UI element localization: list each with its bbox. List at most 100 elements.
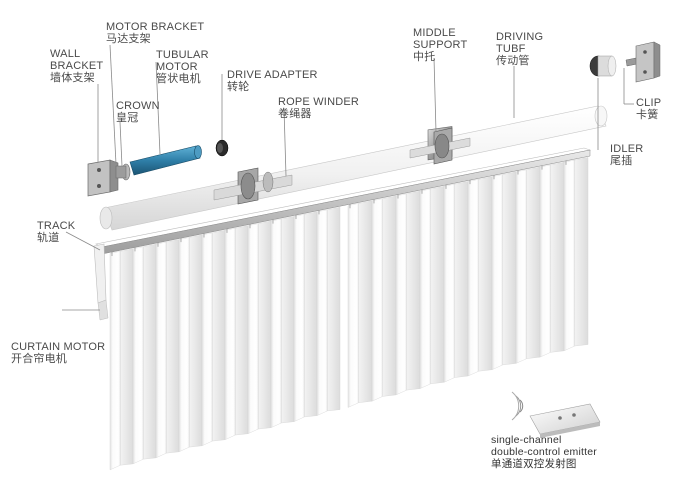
curtain-left-fold-shade — [143, 243, 157, 460]
idler — [589, 55, 617, 77]
label-crown-cn: 皇冠 — [116, 112, 139, 124]
tubular-motor — [129, 145, 202, 176]
curtain-left-fold-shade — [327, 206, 341, 412]
track — [93, 147, 592, 321]
label-crown-en: CROWN — [116, 100, 160, 112]
label-middle-support-cn: 中托 — [413, 51, 436, 63]
label-driving-tube: DRIVING TUBF 传动管 — [496, 31, 543, 67]
drive-adapter — [215, 139, 229, 157]
curtain-left-fold-shade — [258, 220, 272, 430]
curtain-right-fold — [467, 179, 479, 377]
curtain-left-fold-shade — [166, 239, 180, 454]
label-tubular-motor-en1: TUBULAR — [156, 49, 209, 61]
curtain-left-fold-shade — [120, 248, 134, 466]
label-middle-support-en1: MIDDLE — [413, 27, 456, 39]
curtain-right-fold-shade — [574, 157, 589, 347]
label-rope-winder: ROPE WINDER 卷绳器 — [278, 96, 359, 120]
label-track-cn: 轨道 — [37, 232, 60, 244]
curtain-right-fold — [563, 159, 575, 352]
curtain-right-fold-shade — [454, 181, 469, 378]
curtain-right-fold — [515, 169, 527, 364]
leader-rope-winder — [283, 107, 287, 177]
leader-lines — [62, 44, 634, 311]
label-curtain-motor: CURTAIN MOTOR 开合帘电机 — [11, 341, 105, 365]
label-middle-support: MIDDLE SUPPORT 中托 — [413, 27, 467, 63]
curtain-left-fold — [132, 246, 144, 465]
label-emitter: single-channel double-control emitter 单通… — [491, 434, 597, 470]
clip — [625, 57, 638, 67]
label-track-en: TRACK — [37, 220, 76, 232]
leader-crown — [119, 121, 123, 167]
curtain-right-fold — [491, 174, 503, 371]
label-tubular-motor: TUBULAR MOTOR 管状电机 — [156, 49, 209, 85]
curtain-right-fold — [395, 193, 407, 396]
curtain-right-fold-shade — [382, 195, 397, 397]
end-bracket — [635, 41, 661, 83]
leader-tubular-motor — [155, 61, 161, 155]
label-emitter-en1: single-channel — [491, 434, 562, 446]
leader-middle-support — [433, 57, 437, 133]
curtain-left-fold — [201, 232, 213, 447]
label-clip-en: CLIP — [636, 97, 662, 109]
middle-support — [409, 126, 471, 165]
label-tubular-motor-en2: MOTOR — [156, 61, 198, 73]
label-driving-tube-cn: 传动管 — [496, 55, 530, 67]
curtain-left-fold — [109, 251, 121, 471]
curtain-right-fold — [443, 183, 455, 383]
label-crown: CROWN 皇冠 — [116, 100, 160, 124]
wall-bracket — [87, 159, 119, 197]
label-motor-bracket-en: MOTOR BRACKET — [106, 21, 205, 33]
crown — [115, 163, 131, 181]
label-drive-adapter-cn: 转轮 — [227, 81, 250, 93]
curtain-left-fold-shade — [189, 234, 203, 448]
curtain-right-fold-shade — [478, 176, 493, 372]
label-wall-bracket: WALL BRACKET 墙体支架 — [50, 48, 103, 84]
curtain-left-fold — [178, 237, 190, 453]
curtain-right-fold-shade — [430, 186, 445, 384]
label-emitter-cn: 单通道双控发射图 — [491, 458, 577, 470]
curtain-right-fold — [371, 198, 383, 402]
label-tubular-motor-cn: 管状电机 — [156, 73, 201, 85]
curtain-right-fold — [347, 203, 359, 408]
curtain-right-fold-shade — [406, 190, 421, 391]
label-driving-tube-en1: DRIVING — [496, 31, 544, 43]
label-clip: CLIP 卡簧 — [636, 97, 661, 121]
remote-emitter — [511, 391, 601, 438]
curtain-right-fold — [539, 164, 551, 358]
leader-motor-bracket — [109, 44, 117, 165]
leader-track — [65, 231, 101, 251]
curtain-right-fold-shade — [550, 161, 565, 353]
curtain-left-fold — [293, 214, 305, 422]
label-clip-cn: 卡簧 — [636, 109, 659, 121]
label-track: TRACK 轨道 — [37, 220, 75, 244]
rope-winder — [213, 167, 293, 205]
curtain-left-fold — [270, 218, 282, 428]
curtain-left-fold-shade — [281, 216, 295, 424]
label-idler-cn: 尾插 — [610, 155, 633, 167]
label-wall-bracket-en2: BRACKET — [50, 60, 104, 72]
curtain-left-fold — [224, 227, 236, 441]
curtain-right-fold-shade — [526, 166, 541, 359]
label-rope-winder-cn: 卷绳器 — [278, 108, 312, 120]
label-middle-support-en2: SUPPORT — [413, 39, 468, 51]
curtain-right-group — [347, 157, 589, 408]
label-motor-bracket-cn: 马达支架 — [106, 33, 151, 45]
curtain-right-fold-shade — [502, 171, 517, 366]
curtain-left-fold — [316, 209, 328, 416]
label-curtain-motor-cn: 开合帘电机 — [11, 353, 67, 365]
label-emitter-en2: double-control emitter — [491, 446, 597, 458]
label-rope-winder-en: ROPE WINDER — [278, 96, 360, 108]
label-driving-tube-en2: TUBF — [496, 43, 526, 55]
label-idler-en: IDLER — [610, 143, 644, 155]
curtain-left-fold-shade — [304, 211, 318, 418]
curtain-left-fold — [247, 223, 259, 435]
curtain-right-fold-shade — [358, 200, 373, 403]
curtain-left-fold-shade — [212, 230, 226, 442]
label-idler: IDLER 尾插 — [610, 143, 643, 167]
label-drive-adapter-en: DRIVE ADAPTER — [227, 69, 318, 81]
curtain-left-fold — [155, 241, 167, 459]
label-drive-adapter: DRIVE ADAPTER 转轮 — [227, 69, 318, 93]
label-wall-bracket-en1: WALL — [50, 48, 81, 60]
